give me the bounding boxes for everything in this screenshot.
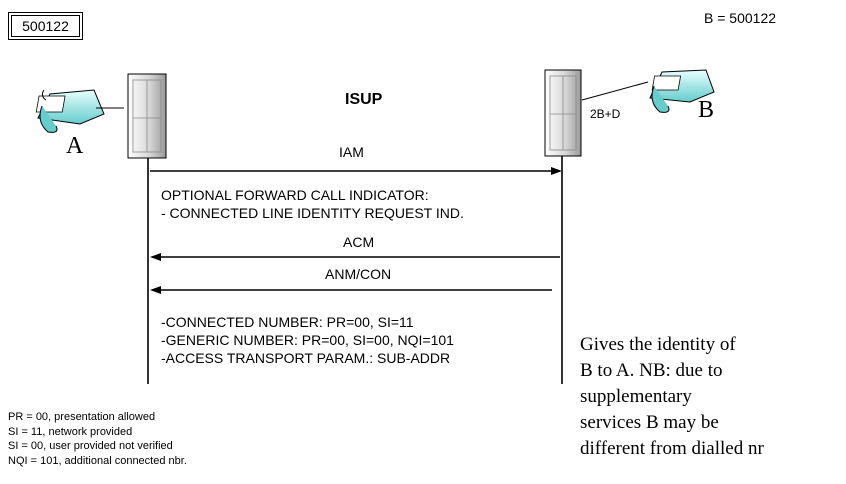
anm-parameters: -CONNECTED NUMBER: PR=00, SI=11 -GENERIC… <box>161 313 454 367</box>
anm-parameter-line: -GENERIC NUMBER: PR=00, SI=00, NQI=101 <box>161 332 454 348</box>
exchange-b-icon <box>544 69 582 157</box>
line-b <box>581 81 649 101</box>
exchange-a-icon <box>127 73 167 159</box>
anm-parameter-line: -CONNECTED NUMBER: PR=00, SI=11 <box>161 314 414 330</box>
note-line: different from dialled nr <box>580 438 764 459</box>
b-number-label: B = 500122 <box>704 10 777 26</box>
anm-arrow <box>150 286 552 294</box>
acm-arrow <box>150 253 560 261</box>
iam-parameter-line: - CONNECTED LINE IDENTITY REQUEST IND. <box>161 205 464 221</box>
legend-item: SI = 00, user provided not verified <box>8 440 173 452</box>
iam-parameters: OPTIONAL FORWARD CALL INDICATOR: - CONNE… <box>161 186 464 222</box>
note-line: services B may be <box>580 412 719 433</box>
number-box: 500122 <box>8 12 83 40</box>
access-b-label: 2B+D <box>590 107 621 121</box>
telephone-a-icon <box>35 89 105 133</box>
anm-parameter-line: -ACCESS TRANSPORT PARAM.: SUB-ADDR <box>161 350 451 366</box>
identity-note: Gives the identity of B to A. NB: due to… <box>580 332 764 462</box>
legend: PR = 00, presentation allowed SI = 11, n… <box>8 410 187 468</box>
iam-parameter-line: OPTIONAL FORWARD CALL INDICATOR: <box>161 187 429 203</box>
iam-arrow <box>150 167 562 175</box>
protocol-label: ISUP <box>345 91 383 108</box>
number-box-label: 500122 <box>11 15 80 37</box>
note-line: B to A. NB: due to <box>580 360 723 381</box>
iam-label: IAM <box>339 144 364 160</box>
legend-item: PR = 00, presentation allowed <box>8 411 156 423</box>
party-b-label: B <box>698 97 715 123</box>
telephone-b-icon <box>649 69 715 113</box>
party-a-label: A <box>66 133 84 159</box>
legend-item: SI = 11, network provided <box>8 425 133 438</box>
acm-label: ACM <box>343 234 375 250</box>
anm-label: ANM/CON <box>325 266 392 282</box>
note-line: Gives the identity of <box>580 334 736 355</box>
legend-item: NQI = 101, additional connected nbr. <box>8 454 187 467</box>
note-line: supplementary <box>580 386 692 407</box>
